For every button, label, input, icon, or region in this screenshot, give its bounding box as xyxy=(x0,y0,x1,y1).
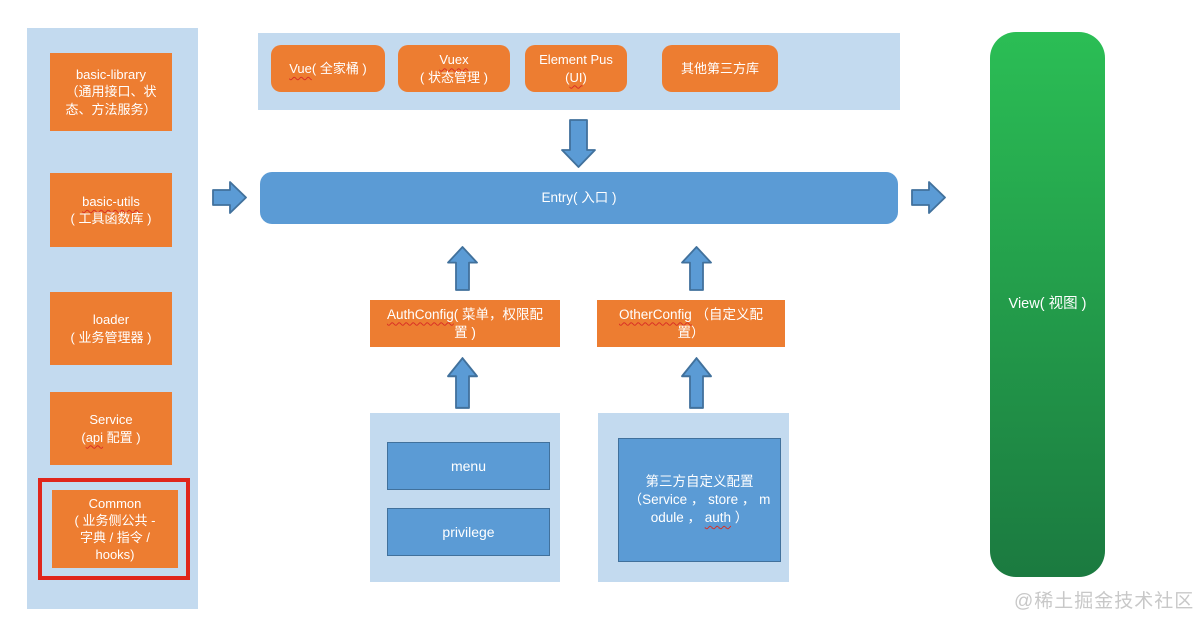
node-auth-config-label: AuthConfig( 菜单，权限配 置 ) xyxy=(386,306,544,340)
watermark: @稀土掘金技术社区 xyxy=(1014,591,1195,612)
node-menu: menu xyxy=(387,442,550,490)
node-other-third-party-label: 其他第三方库 xyxy=(680,60,759,76)
node-element-plus-label: Element Pus (UI) xyxy=(539,52,613,85)
highlight-frame xyxy=(38,478,190,580)
node-vuex: Vuex ( 状态管理 ) xyxy=(398,45,510,92)
arrow-menu-to-authconfig-icon xyxy=(447,357,478,409)
arrow-entry-to-view-icon xyxy=(911,181,946,214)
node-basic-library: basic-library （通用接口、状 态、方法服务） xyxy=(50,53,172,131)
node-other-config-label: OtherConfig （自定义配 置） xyxy=(618,306,764,340)
node-view-label: View( 视图 ) xyxy=(1008,295,1087,312)
node-menu-label: menu xyxy=(450,457,487,474)
node-third-party-config: 第三方自定义配置 （Service ， store ， m odule ， au… xyxy=(618,438,781,562)
auth-sources-panel xyxy=(370,413,560,582)
node-vue-label: Vue( 全家桶 ) xyxy=(289,60,367,76)
node-other-third-party: 其他第三方库 xyxy=(662,45,778,92)
node-loader-label: loader ( 业务管理器 ) xyxy=(70,312,152,345)
node-common-label: Common ( 业务侧公共 - 字典 / 指令 / hooks) xyxy=(74,495,156,563)
arrow-thirdpartyconfig-to-otherconfig-icon xyxy=(681,357,712,409)
node-vuex-label: Vuex ( 状态管理 ) xyxy=(420,52,488,85)
arrow-thirdparty-to-entry-icon xyxy=(561,119,596,168)
node-privilege-label: privilege xyxy=(442,523,495,540)
node-view: View( 视图 ) xyxy=(990,32,1105,577)
arrow-authconfig-to-entry-icon xyxy=(447,246,478,291)
arrow-otherconfig-to-entry-icon xyxy=(681,246,712,291)
node-third-party-config-label: 第三方自定义配置 （Service ， store ， m odule ， au… xyxy=(628,474,771,525)
node-element-plus: Element Pus (UI) xyxy=(525,45,627,92)
node-loader: loader ( 业务管理器 ) xyxy=(50,292,172,365)
node-service: Service (api 配置 ) xyxy=(50,392,172,465)
node-entry: Entry( 入口 ) xyxy=(260,172,898,224)
node-entry-label: Entry( 入口 ) xyxy=(541,190,617,206)
node-auth-config: AuthConfig( 菜单，权限配 置 ) xyxy=(370,300,560,347)
node-other-config: OtherConfig （自定义配 置） xyxy=(597,300,785,347)
arrow-sidebar-to-entry-icon xyxy=(212,181,247,214)
node-basic-library-label: basic-library （通用接口、状 态、方法服务） xyxy=(65,67,157,117)
node-common: Common ( 业务侧公共 - 字典 / 指令 / hooks) xyxy=(52,490,178,568)
node-vue: Vue( 全家桶 ) xyxy=(271,45,385,92)
node-service-label: Service (api 配置 ) xyxy=(81,412,141,445)
node-privilege: privilege xyxy=(387,508,550,556)
node-basic-utils: basic-utils ( 工具函数库 ) xyxy=(50,173,172,247)
node-basic-utils-label: basic-utils ( 工具函数库 ) xyxy=(70,193,152,226)
